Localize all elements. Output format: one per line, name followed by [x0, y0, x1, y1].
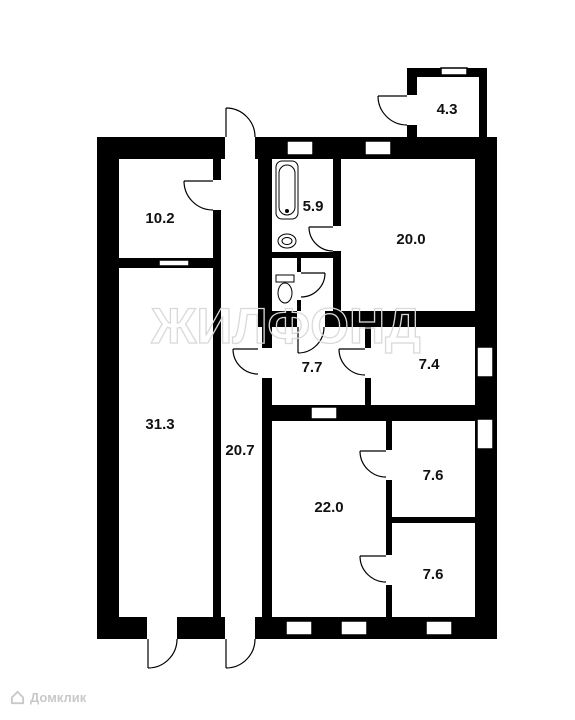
bathtub-icon [275, 160, 299, 220]
domclick-logo-icon [10, 690, 25, 705]
porch-walls [407, 68, 487, 137]
room-area-label: 31.3 [145, 416, 174, 433]
door-7-4 [338, 348, 366, 376]
room-area-label: 7.7 [302, 359, 323, 376]
area-labels: 10.2 31.3 20.7 5.9 20.0 7.7 7.4 22.0 7.6… [145, 101, 457, 583]
entrance-door-corridor [225, 638, 256, 669]
brand-text: Домклик [30, 690, 87, 705]
window [285, 620, 313, 636]
window [440, 67, 468, 76]
porch-door [377, 95, 408, 126]
windows [158, 67, 494, 636]
toilet-icon [275, 274, 295, 304]
room-area-label: 5.9 [303, 198, 324, 215]
door-corridor-7-7 [232, 348, 259, 375]
door-openings [147, 95, 417, 639]
entrance-door-left [147, 638, 178, 669]
room-area-label: 20.7 [225, 442, 254, 459]
room-area-label: 7.6 [423, 566, 444, 583]
window [476, 418, 494, 450]
room-area-label: 4.3 [437, 101, 458, 118]
brand-watermark: Домклик [10, 690, 86, 705]
window [364, 140, 392, 156]
room-area-label: 20.0 [396, 231, 425, 248]
entrance-door-top [225, 107, 256, 138]
doors [147, 95, 408, 669]
watermark: ЖИЛФОНД [150, 298, 421, 354]
window [340, 620, 368, 636]
window [310, 406, 338, 420]
window [286, 140, 314, 156]
door-toilet [300, 272, 326, 298]
door-7-6-upper [359, 450, 387, 478]
room-area-label: 22.0 [314, 499, 343, 516]
room-area-label: 7.4 [419, 356, 441, 373]
window [476, 346, 494, 378]
window [425, 620, 453, 636]
door-bathroom [308, 226, 334, 252]
interior-walls [119, 159, 475, 617]
door-7-7-top [297, 326, 325, 354]
fixtures [275, 160, 299, 304]
door-10-2 [183, 180, 214, 211]
outer-walls [97, 137, 497, 639]
window [158, 259, 190, 267]
sink-icon [277, 233, 297, 249]
room-area-label: 7.6 [423, 467, 444, 484]
room-area-label: 10.2 [145, 210, 174, 227]
door-7-6-lower [359, 555, 387, 583]
